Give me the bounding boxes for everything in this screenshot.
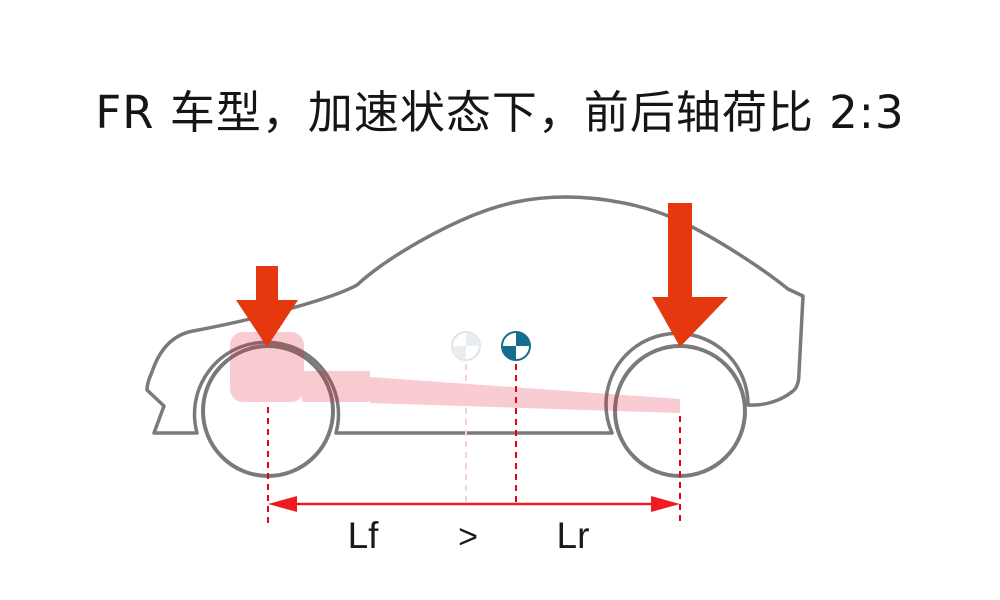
- center-of-mass-icon: [501, 331, 531, 361]
- car-body-outline: [145, 195, 805, 435]
- figure-title: FR 车型，加速状态下，前后轴荷比 2:3: [95, 86, 905, 139]
- com-quadrant-tr: [516, 332, 530, 346]
- wheelbase-arrowhead-right: [651, 496, 680, 512]
- wheelbase-arrow-icon: [268, 496, 680, 512]
- gearbox: [302, 371, 370, 402]
- com-faded-quadrant-bl: [452, 346, 466, 360]
- wheelbase-arrowhead-left: [268, 496, 297, 512]
- front-axle-load-arrow-icon: [236, 266, 298, 347]
- engine-block: [230, 332, 304, 402]
- drivetrain-highlight: [230, 332, 680, 413]
- com-quadrant-bl: [502, 346, 516, 360]
- com-faded-quadrant-tr: [466, 332, 480, 346]
- front-distance-label: Lf: [347, 515, 379, 556]
- driveshaft: [370, 377, 680, 413]
- comparator-label: >: [458, 518, 478, 556]
- rear-distance-label: Lr: [556, 515, 590, 556]
- center-of-mass-faded-icon: [451, 331, 481, 361]
- rear-axle-load-arrow-icon: [652, 203, 728, 347]
